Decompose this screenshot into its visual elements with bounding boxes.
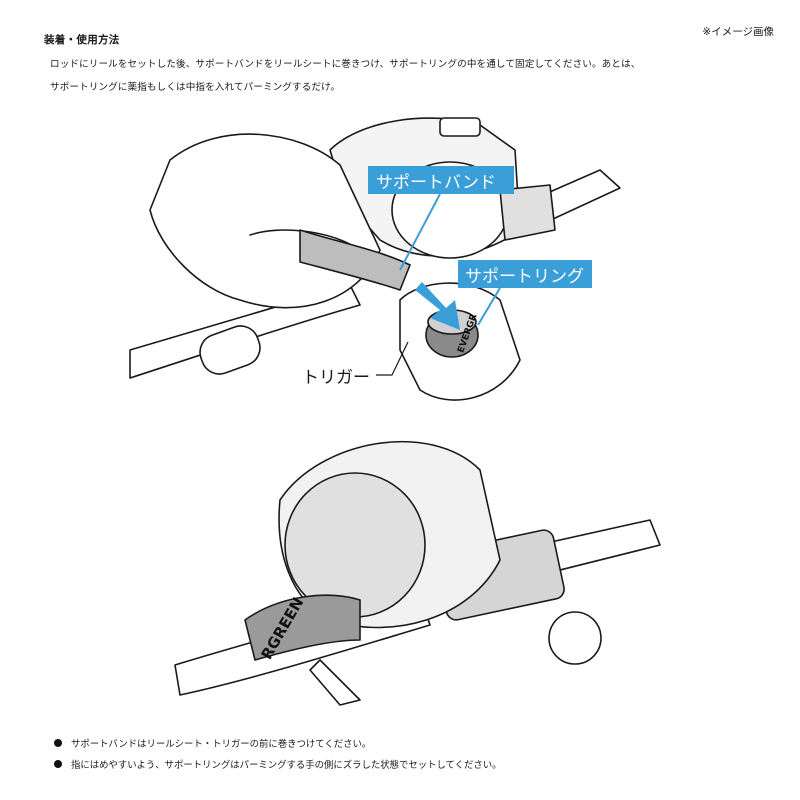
- rod-handle-top: [129, 284, 361, 379]
- note-text: 指にはめやすいよう、サポートリングはパーミングする手の側にズラした状態でセットし…: [71, 760, 502, 771]
- right-hand: [399, 282, 521, 401]
- ring-print-top: EVERGR: [456, 313, 479, 355]
- reel-body-top: [329, 117, 521, 257]
- rod-blank-bottom: [469, 519, 661, 591]
- support-band-bottom: [244, 594, 361, 661]
- note-text: サポートバンドはリールシート・トリガーの前に巻きつけてください。: [71, 739, 372, 750]
- rear-grip-top: [199, 325, 261, 375]
- note-item: サポートバンドはリールシート・トリガーの前に巻きつけてください。: [54, 736, 371, 750]
- bullet-icon: [54, 760, 62, 768]
- reel-seat-top: [499, 184, 556, 241]
- trigger-bottom: [309, 659, 361, 706]
- band-print-bottom: RGREEN: [258, 594, 308, 662]
- callout-ring-box: [458, 260, 592, 288]
- callout-band-leader: [399, 193, 441, 271]
- intro-text-line-2: サポートリングに薬指もしくは中指を入れてパーミングするだけ。: [50, 82, 341, 93]
- left-hand: [149, 133, 381, 309]
- callout-trigger-leader: [376, 341, 409, 376]
- rod-blank-top: [519, 169, 621, 226]
- callout-trigger-label: トリガー: [302, 368, 370, 388]
- image-note: ※イメージ画像: [702, 26, 774, 38]
- reel-handle-knob: [548, 611, 602, 665]
- callout-ring-label: サポートリング: [465, 267, 584, 287]
- section-title: 装着・使用方法: [44, 34, 120, 46]
- support-band-top: [299, 229, 411, 291]
- intro-text-line-1: ロッドにリールをセットした後、サポートバンドをリールシートに巻きつけ、サポートリ…: [50, 59, 641, 70]
- reel-seat-bottom: [435, 529, 565, 621]
- reel-sideplate-bottom: [284, 472, 426, 618]
- callout-band-box: [368, 166, 514, 194]
- reel-level-wind: [439, 117, 481, 137]
- reel-spool-top: [391, 161, 509, 259]
- direction-arrow: [415, 282, 460, 330]
- callout-ring-leader: [477, 287, 501, 326]
- callout-band-label: サポートバンド: [376, 173, 496, 193]
- support-ring-top: [425, 312, 479, 358]
- note-item: 指にはめやすいよう、サポートリングはパーミングする手の側にズラした状態でセットし…: [54, 757, 502, 771]
- reel-body-bottom: [278, 440, 501, 629]
- rod-handle-bottom: [174, 594, 431, 696]
- bullet-icon: [54, 739, 62, 747]
